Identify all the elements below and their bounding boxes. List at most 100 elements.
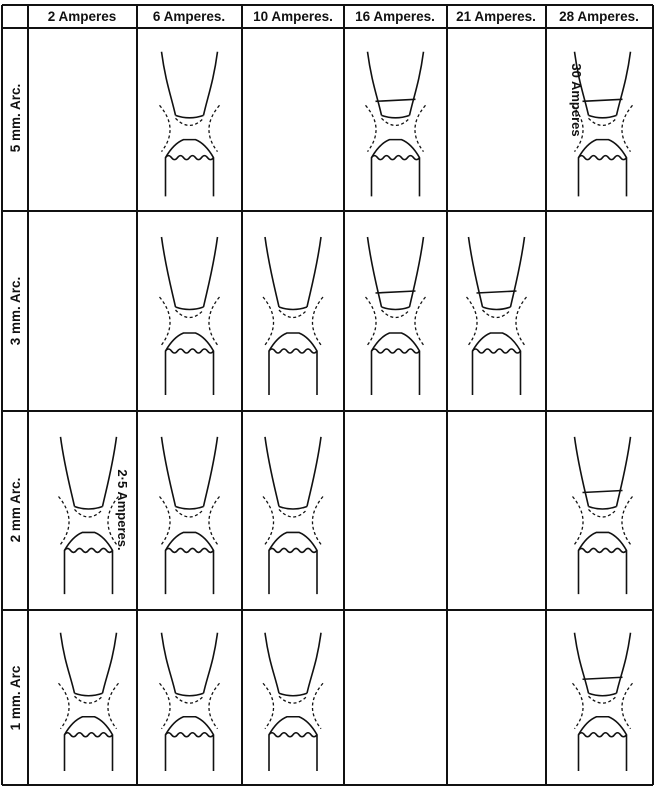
lower-carbon-outline-r2c5 bbox=[579, 532, 627, 594]
lower-carbon-crust-r0c1 bbox=[166, 156, 214, 160]
upper-carbon-right-edge-r3c2 bbox=[307, 633, 321, 694]
arc-flame-left-r3c1 bbox=[160, 683, 171, 729]
upper-carbon-crater-line-r0c5 bbox=[583, 99, 623, 101]
upper-carbon-left-edge-r0c1 bbox=[162, 52, 176, 116]
arc-flame-inner-r3c0 bbox=[75, 696, 103, 703]
upper-carbon-crater-r1c2 bbox=[279, 307, 307, 310]
lower-carbon-outline-r1c1 bbox=[166, 333, 214, 395]
upper-carbon-crater-r3c2 bbox=[279, 693, 307, 696]
upper-carbon-crater-r3c5 bbox=[589, 693, 617, 696]
row-label-5mm: 5 mm. Arc. bbox=[8, 84, 23, 153]
arc-flame-right-r0c1 bbox=[209, 105, 220, 151]
arc-flame-right-r3c0 bbox=[108, 683, 119, 729]
lower-carbon-outline-r0c1 bbox=[166, 140, 214, 197]
upper-carbon-right-edge-r0c5 bbox=[617, 52, 631, 116]
arc-flame-right-r0c5 bbox=[622, 105, 633, 151]
arc-flame-left-r2c2 bbox=[263, 496, 274, 544]
upper-carbon-right-edge-r1c2 bbox=[307, 237, 321, 307]
arc-flame-right-r1c3 bbox=[415, 297, 426, 345]
lower-carbon-outline-r3c2 bbox=[269, 717, 317, 771]
arc-flame-right-r2c2 bbox=[312, 496, 323, 544]
arc-flame-left-r1c4 bbox=[467, 297, 478, 345]
arc-flame-right-r1c1 bbox=[209, 297, 220, 345]
arc-flame-inner-r3c5 bbox=[589, 696, 617, 703]
arc-flame-inner-r0c1 bbox=[176, 118, 204, 125]
upper-carbon-left-edge-r1c1 bbox=[162, 237, 176, 307]
upper-carbon-right-edge-r3c0 bbox=[103, 633, 117, 694]
lower-carbon-outline-r2c1 bbox=[166, 532, 214, 594]
upper-carbon-crater-r2c0 bbox=[75, 506, 103, 509]
arc-flame-right-r2c1 bbox=[209, 496, 220, 544]
lower-carbon-crust-r2c2 bbox=[269, 548, 317, 552]
arc-flame-left-r3c2 bbox=[263, 683, 274, 729]
arc-flame-right-r1c4 bbox=[516, 297, 527, 345]
lower-carbon-crust-r3c5 bbox=[579, 733, 627, 737]
arc-flame-left-r1c1 bbox=[160, 297, 171, 345]
upper-carbon-left-edge-r1c2 bbox=[265, 237, 279, 307]
arc-flame-inner-r1c4 bbox=[483, 310, 511, 318]
upper-carbon-right-edge-r3c5 bbox=[617, 633, 631, 694]
upper-carbon-crater-r1c3 bbox=[382, 307, 410, 310]
arc-flame-right-r3c1 bbox=[209, 683, 220, 729]
arc-flame-inner-r2c2 bbox=[279, 509, 307, 516]
lower-carbon-outline-r3c1 bbox=[166, 717, 214, 771]
arc-flame-inner-r1c2 bbox=[279, 310, 307, 318]
upper-carbon-left-edge-r3c0 bbox=[61, 633, 75, 694]
arc-flame-left-r2c5 bbox=[573, 496, 584, 544]
arc-flame-inner-r2c1 bbox=[176, 509, 204, 516]
arc-flame-left-r3c0 bbox=[59, 683, 70, 729]
lower-carbon-outline-r3c0 bbox=[65, 717, 113, 771]
upper-carbon-right-edge-r2c0 bbox=[103, 437, 117, 507]
arc-flame-left-r0c1 bbox=[160, 105, 171, 151]
upper-carbon-right-edge-r2c2 bbox=[307, 437, 321, 507]
upper-carbon-crater-r0c3 bbox=[382, 115, 410, 118]
lower-carbon-crust-r2c5 bbox=[579, 548, 627, 552]
arc-flame-left-r2c1 bbox=[160, 496, 171, 544]
arc-flame-right-r1c2 bbox=[312, 297, 323, 345]
upper-carbon-crater-r2c5 bbox=[589, 506, 617, 509]
lower-carbon-crust-r1c4 bbox=[473, 349, 521, 353]
arc-flame-inner-r0c5 bbox=[589, 118, 617, 125]
lower-carbon-crust-r3c0 bbox=[65, 733, 113, 737]
upper-carbon-left-edge-r2c1 bbox=[162, 437, 176, 507]
arc-flame-inner-r0c3 bbox=[382, 118, 410, 125]
column-header-2a: 2 Amperes bbox=[48, 9, 117, 24]
upper-carbon-right-edge-r0c1 bbox=[204, 52, 218, 116]
upper-carbon-crater-line-r0c3 bbox=[376, 99, 416, 101]
column-header-10a: 10 Amperes. bbox=[253, 9, 333, 24]
upper-carbon-right-edge-r1c3 bbox=[410, 237, 424, 307]
lower-carbon-crust-r0c3 bbox=[372, 156, 420, 160]
row-label-2mm: 2 mm Arc. bbox=[8, 478, 23, 543]
upper-carbon-left-edge-r3c2 bbox=[265, 633, 279, 694]
upper-carbon-left-edge-r0c3 bbox=[368, 52, 382, 116]
arc-flame-left-r1c3 bbox=[366, 297, 377, 345]
upper-carbon-crater-r3c0 bbox=[75, 693, 103, 696]
arc-flame-inner-r1c1 bbox=[176, 310, 204, 318]
row-label-3mm: 3 mm. Arc. bbox=[8, 277, 23, 346]
column-header-16a: 16 Amperes. bbox=[355, 9, 435, 24]
upper-carbon-crater-r0c1 bbox=[176, 115, 204, 118]
arc-flame-inner-r3c1 bbox=[176, 696, 204, 703]
arc-flame-right-r2c5 bbox=[622, 496, 633, 544]
arc-flame-left-r1c2 bbox=[263, 297, 274, 345]
lower-carbon-outline-r0c5 bbox=[579, 140, 627, 197]
upper-carbon-right-edge-r2c1 bbox=[204, 437, 218, 507]
note-30-amperes: 30 Amperes bbox=[569, 63, 584, 136]
upper-carbon-left-edge-r2c0 bbox=[61, 437, 75, 507]
lower-carbon-outline-r1c3 bbox=[372, 333, 420, 395]
lower-carbon-crust-r1c2 bbox=[269, 349, 317, 353]
upper-carbon-left-edge-r1c4 bbox=[469, 237, 483, 307]
upper-carbon-right-edge-r0c3 bbox=[410, 52, 424, 116]
upper-carbon-crater-r2c1 bbox=[176, 506, 204, 509]
upper-carbon-crater-r1c4 bbox=[483, 307, 511, 310]
arc-flame-left-r3c5 bbox=[573, 683, 584, 729]
lower-carbon-outline-r1c4 bbox=[473, 333, 521, 395]
lower-carbon-crust-r1c1 bbox=[166, 349, 214, 353]
note-2-5-amperes: 2·5 Amperes. bbox=[115, 469, 130, 550]
lower-carbon-outline-r0c3 bbox=[372, 140, 420, 197]
upper-carbon-left-edge-r2c5 bbox=[575, 437, 589, 507]
upper-carbon-crater-line-r1c4 bbox=[477, 291, 517, 293]
arc-flame-right-r3c5 bbox=[622, 683, 633, 729]
upper-carbon-crater-line-r2c5 bbox=[583, 490, 623, 492]
